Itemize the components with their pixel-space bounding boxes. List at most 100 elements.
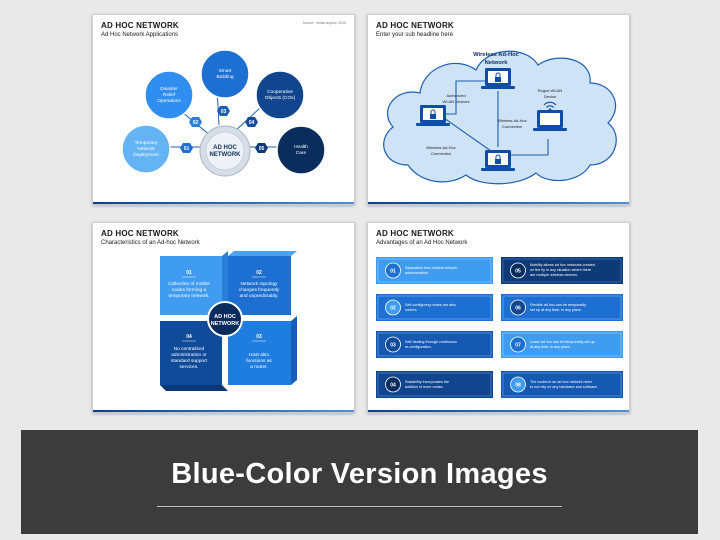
svg-text:02: 02: [193, 120, 199, 126]
node-disaster-relief[interactable]: Disaster Relief Operations: [144, 70, 194, 120]
svg-text:05: 05: [259, 146, 265, 152]
svg-text:to not rely on any hardware an: to not rely on any hardware and software…: [530, 385, 598, 389]
svg-text:Temporary: Temporary: [135, 140, 158, 146]
slide-title: AD HOC NETWORK: [101, 21, 179, 30]
slide-accent-bar: [368, 202, 629, 204]
svg-text:03: 03: [221, 109, 227, 115]
svg-text:a router.: a router.: [250, 364, 268, 370]
slide-accent-bar: [93, 202, 354, 204]
svg-text:addition of more nodes.: addition of more nodes.: [405, 385, 444, 389]
svg-text:Operations: Operations: [157, 98, 181, 104]
banner-title: Blue-Color Version Images: [171, 458, 548, 490]
svg-text:03: 03: [390, 343, 396, 349]
svg-text:Collection of mobile: Collection of mobile: [168, 281, 210, 287]
quadrant-01[interactable]: 01 Collection of mobile nodes forming a …: [160, 251, 228, 315]
svg-text:Wireless Ad-Hoc: Wireless Ad-Hoc: [426, 145, 456, 150]
svg-text:Flexible ad hoc can be tempora: Flexible ad hoc can be temporarily: [530, 303, 586, 307]
svg-text:on the fly in any situation wh: on the fly in any situation where there: [530, 268, 591, 272]
svg-text:Separation from central networ: Separation from central network: [405, 266, 457, 270]
slide-applications[interactable]: AD HOC NETWORK Ad Hoc Network Applicatio…: [92, 14, 355, 205]
number-hexagon-01: 01: [180, 143, 193, 153]
svg-text:nodes forming a: nodes forming a: [172, 287, 207, 293]
advantage-item-04[interactable]: 04 Scalability incorporates the addition…: [376, 371, 493, 398]
svg-text:standard support: standard support: [171, 358, 208, 364]
svg-text:The nodes in an ad hoc network: The nodes in an ad hoc network need: [530, 380, 592, 384]
slide-subtitle: Ad Hoc Network Applications: [101, 32, 179, 38]
svg-text:temporary network.: temporary network.: [168, 293, 209, 299]
slide-network-diagram[interactable]: AD HOC NETWORK Enter your sub headline h…: [367, 14, 630, 205]
wifi-icon: [543, 101, 557, 112]
slide-subtitle: Advantages of an Ad Hoc Network: [376, 240, 468, 246]
svg-text:Wireless Ad-Hoc: Wireless Ad-Hoc: [473, 52, 520, 58]
svg-text:functions as: functions as: [246, 358, 272, 364]
laptop-lock-icon-left: [416, 105, 450, 126]
banner: Blue-Color Version Images: [21, 430, 698, 534]
slide-title: AD HOC NETWORK: [376, 21, 454, 30]
slide-accent-bar: [93, 410, 354, 412]
svg-text:Host also: Host also: [249, 352, 269, 358]
center-circle: AD HOC NETWORK: [207, 301, 243, 337]
svg-text:02: 02: [390, 306, 396, 312]
svg-text:services.: services.: [180, 364, 199, 370]
svg-text:Care: Care: [296, 150, 307, 156]
slide-subtitle: Characteristics of an Ad-hoc Network: [101, 240, 200, 246]
slide-characteristics[interactable]: AD HOC NETWORK Characteristics of an Ad-…: [92, 222, 355, 413]
svg-text:WLAN Devices: WLAN Devices: [443, 99, 470, 104]
slide-source: Source : ardsd asybrv, 2016: [302, 21, 346, 25]
center-circle: AD HOC NETWORK: [199, 125, 251, 177]
svg-text:02: 02: [256, 270, 262, 276]
svg-text:Wireless Ad-Hoc: Wireless Ad-Hoc: [497, 118, 527, 123]
svg-text:NETWORK: NETWORK: [210, 152, 242, 158]
svg-text:01: 01: [184, 146, 190, 152]
svg-text:Smart: Smart: [219, 68, 232, 74]
svg-text:Disaster: Disaster: [160, 86, 178, 92]
svg-text:Mobility allows ad hoc network: Mobility allows ad hoc networks created: [530, 263, 595, 267]
svg-text:re-configuration.: re-configuration.: [405, 345, 432, 349]
advantage-item-06[interactable]: 06 Flexible ad hoc can be temporarily se…: [501, 294, 623, 321]
slide-title: AD HOC NETWORK: [376, 229, 454, 238]
advantage-item-07[interactable]: 07 Lower ad hoc can be temporarily set u…: [501, 331, 623, 358]
svg-text:Objects (COs): Objects (COs): [265, 95, 296, 101]
svg-text:07: 07: [515, 343, 521, 349]
rogue-laptop-icon: [533, 110, 567, 131]
advantage-item-08[interactable]: 08 The nodes in an ad hoc network need t…: [501, 371, 623, 398]
svg-text:Cooperative: Cooperative: [267, 89, 293, 95]
svg-text:Building: Building: [216, 74, 233, 80]
node-health-care[interactable]: Health Care: [276, 125, 326, 175]
svg-text:01: 01: [186, 270, 192, 276]
advantage-item-02[interactable]: 02 Self-configuring nodes are also route…: [376, 294, 493, 321]
svg-text:04: 04: [390, 383, 396, 389]
quadrant-03[interactable]: 03 Host also functions as a router.: [228, 316, 297, 385]
characteristics-diagram: 01 Collection of mobile nodes forming a …: [160, 251, 297, 391]
svg-text:set up at any time, in any pla: set up at any time, in any place.: [530, 308, 582, 312]
svg-text:Deployment: Deployment: [133, 152, 159, 158]
svg-text:administration.: administration.: [405, 271, 429, 275]
svg-text:01: 01: [390, 269, 396, 275]
svg-text:Network: Network: [137, 146, 155, 152]
quadrant-02[interactable]: 02 Network topology changes frequently a…: [228, 251, 297, 315]
svg-text:Device: Device: [544, 94, 557, 99]
number-hexagon-04: 04: [245, 117, 258, 127]
slide-advantages[interactable]: AD HOC NETWORK Advantages of an Ad Hoc N…: [367, 222, 630, 413]
svg-text:Authorized: Authorized: [446, 93, 465, 98]
svg-text:06: 06: [515, 306, 521, 312]
svg-text:Connection: Connection: [502, 124, 522, 129]
slide-title: AD HOC NETWORK: [101, 229, 179, 238]
svg-text:AD HOC: AD HOC: [214, 314, 236, 320]
node-temporary-network[interactable]: Temporary Network Deployment: [121, 124, 171, 174]
advantage-item-01[interactable]: 01 Separation from central network admin…: [376, 257, 493, 284]
number-hexagon-05: 05: [255, 143, 268, 153]
node-cooperative-objects[interactable]: Cooperative Objects (COs): [255, 70, 305, 120]
advantage-item-05[interactable]: 05 Mobility allows ad hoc networks creat…: [501, 257, 623, 284]
banner-divider: [157, 506, 562, 507]
slide-accent-bar: [368, 410, 629, 412]
laptop-lock-icon-bottom: [481, 150, 515, 171]
svg-text:are multiple wireless devices.: are multiple wireless devices.: [530, 273, 578, 277]
svg-text:Connection: Connection: [431, 151, 451, 156]
svg-text:and unpredictably.: and unpredictably.: [240, 293, 279, 299]
advantage-item-03[interactable]: 03 Self-healing through continuous re-co…: [376, 331, 493, 358]
svg-text:03: 03: [256, 334, 262, 340]
cloud-shape: [383, 50, 617, 185]
node-smart-building[interactable]: Smart Building: [200, 49, 250, 99]
quadrant-04[interactable]: 04 No centralized administration or stan…: [160, 321, 228, 391]
